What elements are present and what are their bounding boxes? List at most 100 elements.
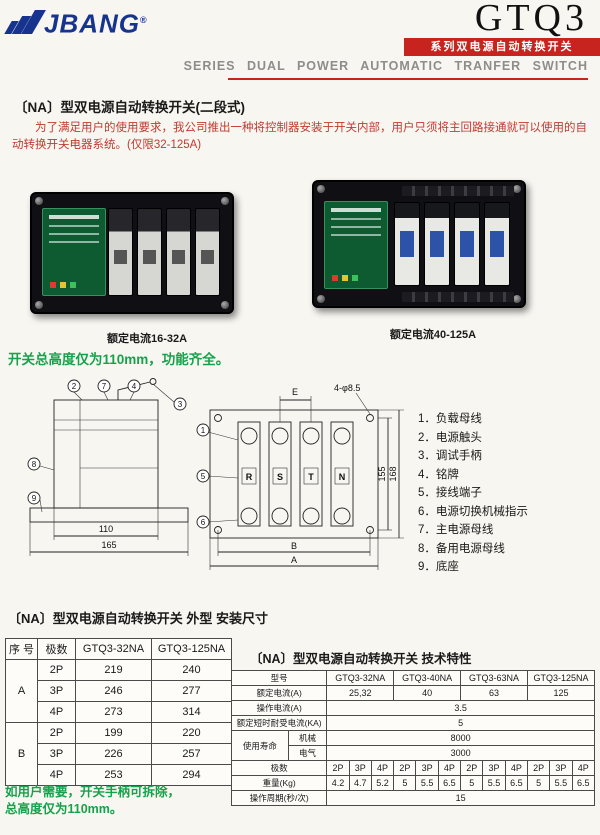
table-cell: 314 <box>151 701 232 723</box>
part-item: 5．接线端子 <box>418 487 482 499</box>
screw-icon <box>317 295 325 303</box>
callout-6: 6 <box>201 518 206 527</box>
table-cell: 3P <box>482 760 506 776</box>
screw-icon <box>221 301 229 309</box>
terminal-row <box>402 186 514 196</box>
table-cell: 125 <box>526 685 596 701</box>
table-header: GTQ3-32NA <box>75 638 152 660</box>
indicator-yellow <box>342 275 348 281</box>
caption-rated-current-left: 额定电流16-32A <box>106 333 188 345</box>
dim-a: A <box>291 555 297 565</box>
controller-panel <box>42 208 106 296</box>
dim-h2: 168 <box>388 466 398 481</box>
breaker-module <box>484 202 510 286</box>
brand-logo: JBANG® <box>4 8 148 39</box>
table-cell: 5.5 <box>415 775 439 791</box>
tech-spec-table: 型号 GTQ3-32NA GTQ3-40NA GTQ3-63NA GTQ3-12… <box>230 670 596 806</box>
table-cell: 6.5 <box>571 775 596 791</box>
table-row: A 2P 219 240 <box>5 659 232 723</box>
table-cell: 5 <box>326 715 595 731</box>
table-cell: 4P <box>504 760 528 776</box>
part-item: 8．备用电源母线 <box>418 542 505 555</box>
dimension-table: 序 号 极数 GTQ3-32NA GTQ3-125NA A 2P 219 240… <box>5 638 232 786</box>
phase-s: S <box>277 472 283 482</box>
table-row: 3P 226 257 <box>6 743 232 765</box>
table-row: 型号 GTQ3-32NA GTQ3-40NA GTQ3-63NA GTQ3-12… <box>230 670 596 686</box>
table-cell: 5.5 <box>549 775 573 791</box>
callout-5: 5 <box>201 472 206 481</box>
breaker-module <box>424 202 450 286</box>
registered-mark: ® <box>140 15 148 25</box>
table-cell: 2P <box>326 760 350 776</box>
callout-9: 9 <box>32 494 37 503</box>
row-label: 型号 <box>230 670 328 686</box>
table-cell: 3.5 <box>326 700 595 716</box>
callout-3: 3 <box>178 400 183 409</box>
table-cell: 2P <box>460 760 484 776</box>
table-header: 序 号 <box>5 638 38 660</box>
table-cell: 6.5 <box>504 775 528 791</box>
screw-icon <box>221 197 229 205</box>
row-label: 操作电流(A) <box>230 700 328 716</box>
switch-modules <box>394 202 510 286</box>
table-row: 操作周期(秒/次) 15 <box>230 790 595 806</box>
table-header-row: 序 号 极数 GTQ3-32NA GTQ3-125NA <box>5 638 232 660</box>
series-banner: 系列双电源自动转换开关 <box>404 38 600 56</box>
row-label: 额定短时耐受电流(KA) <box>230 715 328 731</box>
table-cell: 5 <box>526 775 551 791</box>
table-cell: 4P <box>437 760 462 776</box>
row-label: 重量(Kg) <box>230 775 328 791</box>
table-cell: 199 <box>75 722 152 744</box>
table-cell: 4.7 <box>348 775 372 791</box>
callout-8: 8 <box>32 460 37 469</box>
table-cell: 25,32 <box>326 685 395 701</box>
table-cell: 3P <box>37 743 76 765</box>
table-cell: 2P <box>526 760 551 776</box>
callout-7: 7 <box>102 382 107 391</box>
dim-110: 110 <box>99 524 113 534</box>
table-cell: 15 <box>326 790 595 806</box>
product-photo-16-32a <box>30 192 234 314</box>
table-cell: 3P <box>37 680 76 702</box>
screw-icon <box>35 197 43 205</box>
table-cell: 4P <box>571 760 596 776</box>
table-cell: 3000 <box>326 745 595 761</box>
screw-icon <box>513 295 521 303</box>
group-label: A <box>5 659 38 723</box>
table-cell: 273 <box>75 701 152 723</box>
header-divider <box>228 78 588 80</box>
table-cell: 4P <box>370 760 395 776</box>
page-title: GTQ3 <box>474 0 588 39</box>
table-cell: 246 <box>75 680 152 702</box>
screw-icon <box>513 185 521 193</box>
table-row: B 2P 199 220 <box>5 722 232 786</box>
table-cell: 257 <box>151 743 232 765</box>
table-row: 4P 273 314 <box>6 701 232 723</box>
part-item: 2．电源触头 <box>418 431 482 444</box>
part-item: 3．调试手柄 <box>418 450 482 462</box>
breaker-module <box>454 202 480 286</box>
table-cell: 8000 <box>326 730 595 746</box>
part-item: 4．铭牌 <box>418 468 459 481</box>
table-cell: 4.2 <box>326 775 350 791</box>
callout-2: 2 <box>72 382 77 391</box>
row-label: 额定电流(A) <box>230 685 328 701</box>
section2-title: 〔NA〕型双电源自动转换开关 外型 安装尺寸 <box>8 611 269 626</box>
part-item: 1．负载母线 <box>418 413 482 425</box>
table-header: 极数 <box>37 638 76 660</box>
table-cell: 226 <box>75 743 152 765</box>
section3-title: 〔NA〕型双电源自动转换开关 技术特性 <box>250 652 472 666</box>
parts-legend: 1．负载母线 2．电源触头 3．调试手柄 4．铭牌 5．接线端子 6．电源切换机… <box>418 410 528 577</box>
table-row: 极数 2P 3P 4P 2P 3P 4P 2P 3P 4P 2P 3P 4P <box>230 760 596 776</box>
row-label: 使用寿命 <box>231 730 289 761</box>
table-cell: GTQ3-125NA <box>526 670 596 686</box>
controller-panel <box>324 201 388 289</box>
breaker-module <box>137 208 162 296</box>
breaker-module <box>166 208 191 296</box>
table-cell: 63 <box>460 685 528 701</box>
brand-name: JBANG® <box>44 8 148 39</box>
breaker-module <box>394 202 420 286</box>
part-item: 6．电源切换机械指示 <box>418 505 528 518</box>
top-view-drawing: R S T N E 4-φ8.5 B A 155 168 1 5 6 <box>196 383 404 570</box>
dim-165: 165 <box>101 540 116 550</box>
